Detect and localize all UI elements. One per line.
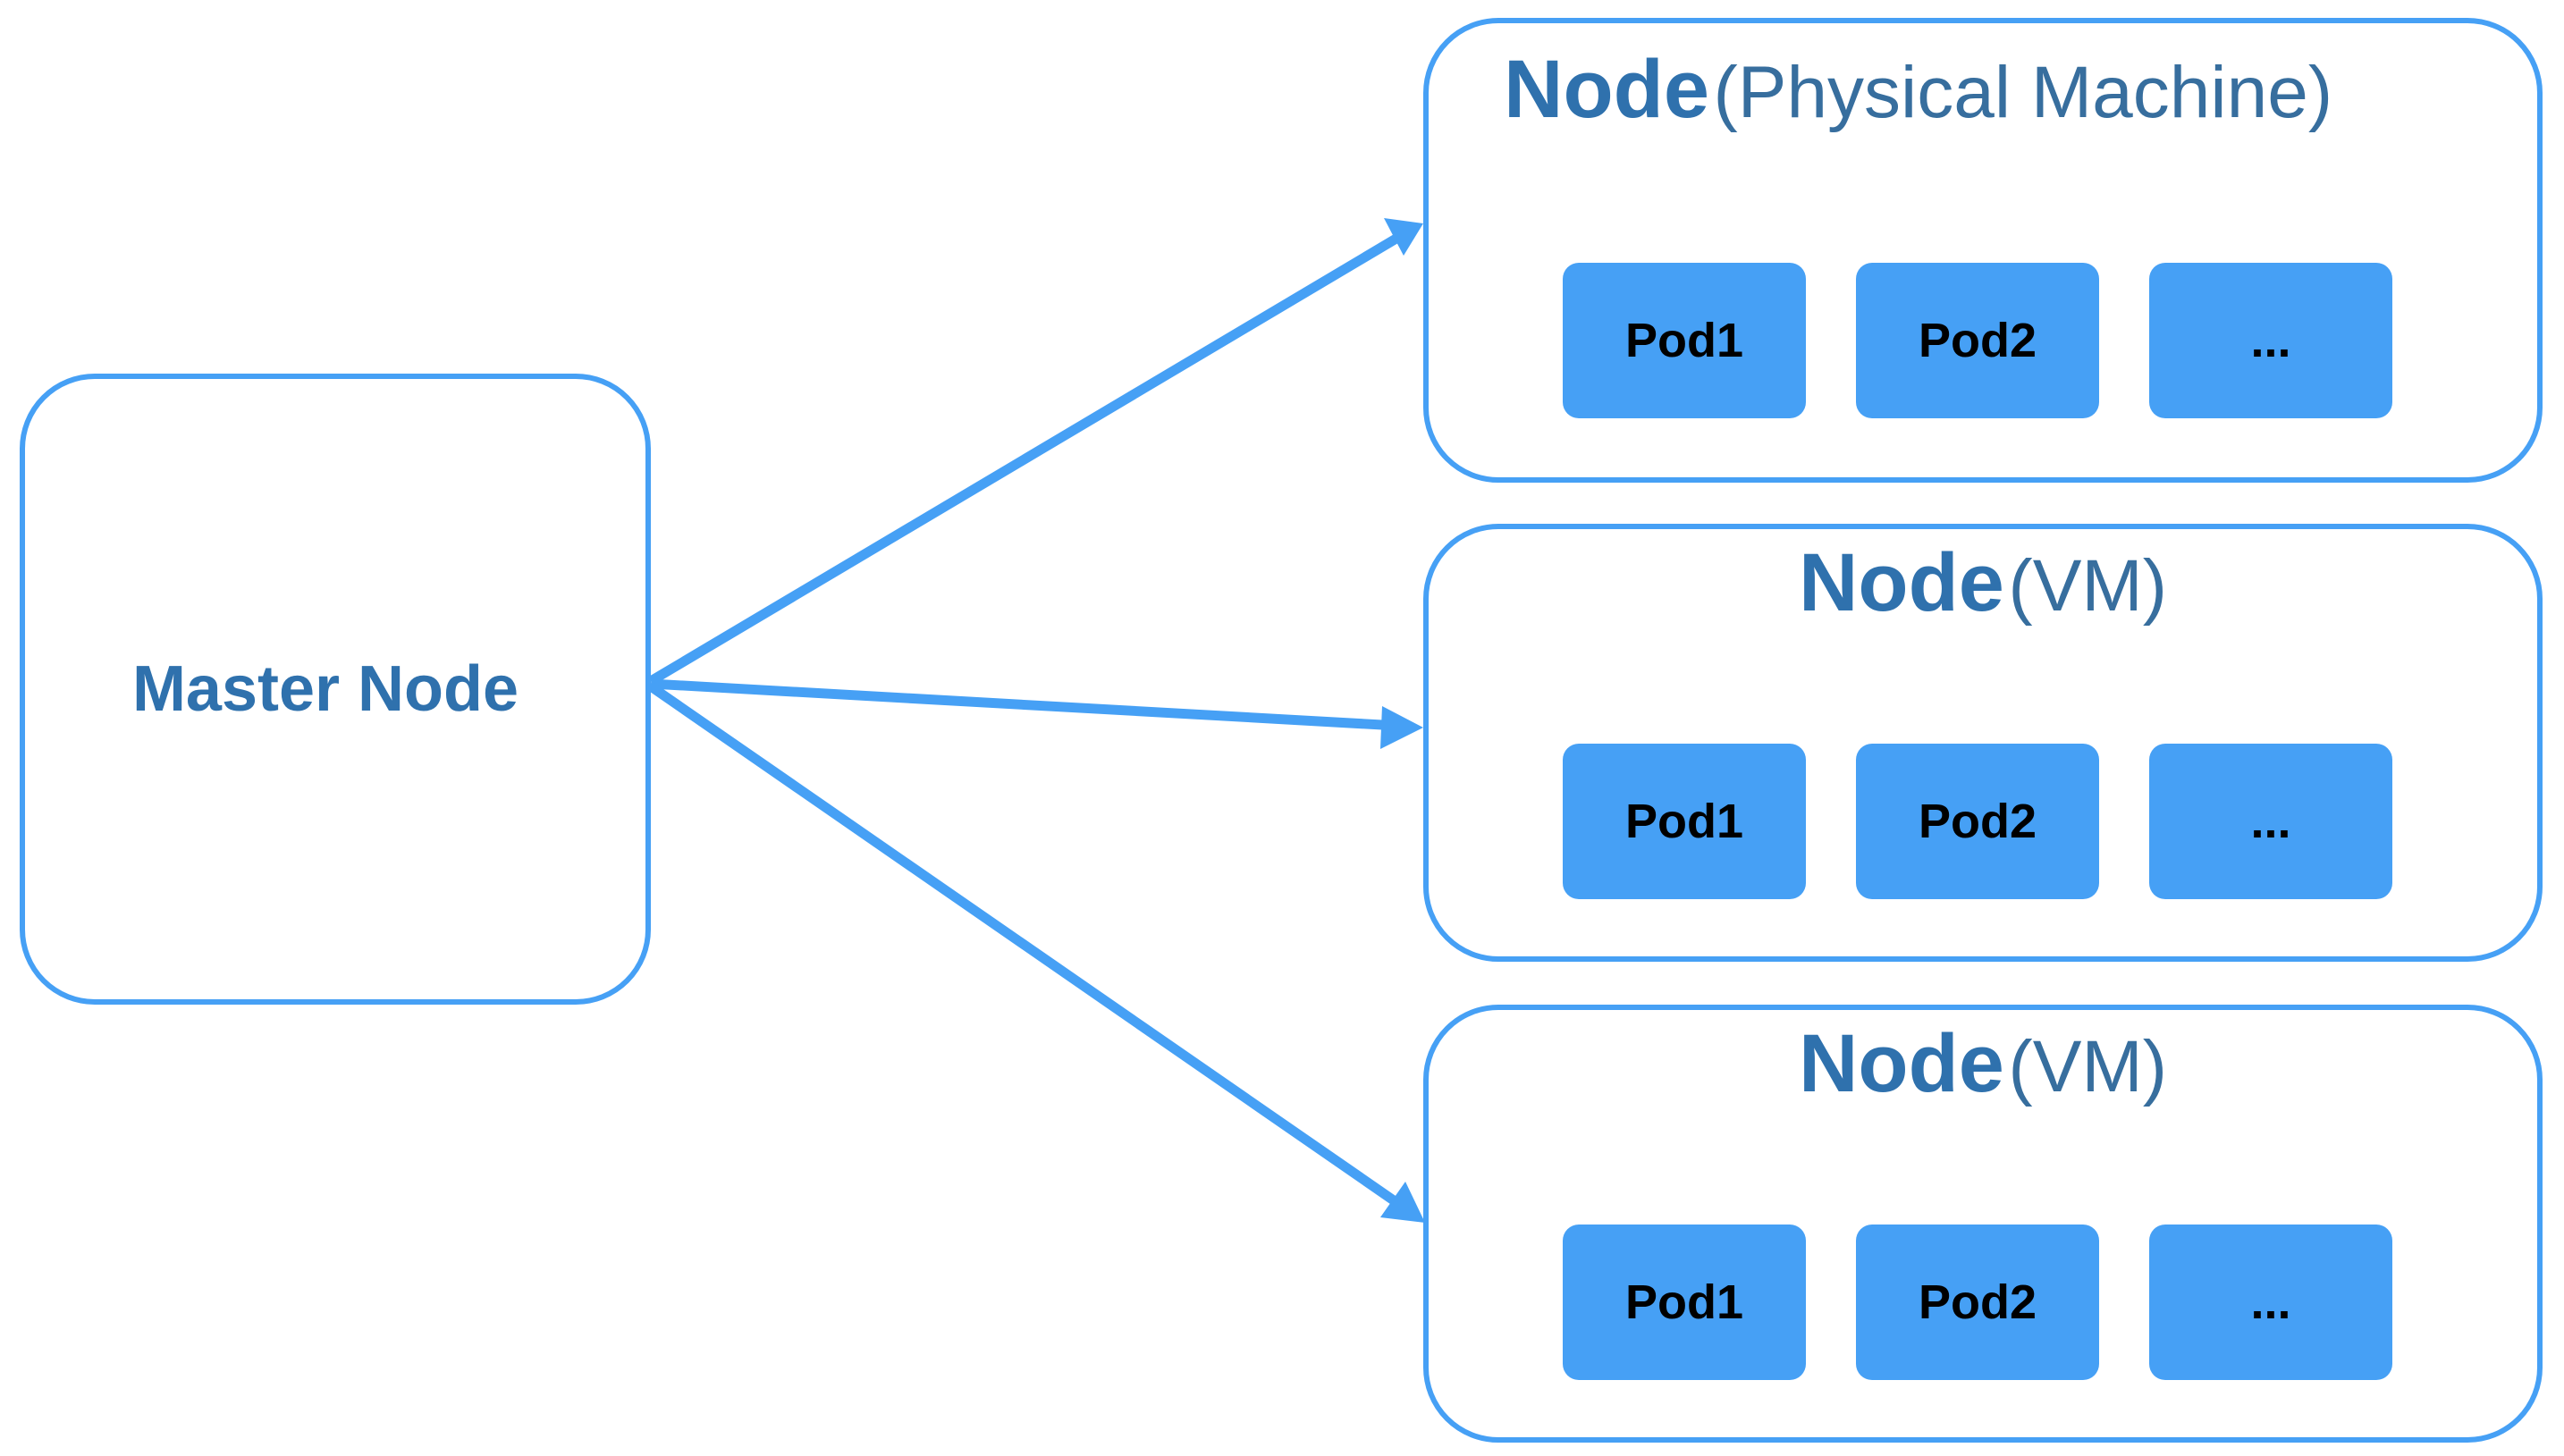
pod-box: Pod1: [1563, 1225, 1806, 1380]
node-title-subtitle: (Physical Machine): [1713, 52, 2333, 133]
pod-group: Pod1 Pod2 ...: [1563, 744, 2392, 899]
pod-box: Pod1: [1563, 263, 1806, 418]
node-vm-1: Node (VM) Pod1 Pod2 ...: [1423, 524, 2543, 962]
arrow-to-node-physical: [648, 230, 1406, 686]
node-title: Node (Physical Machine): [1504, 48, 2332, 130]
arrow-to-node-vm-1: [650, 678, 1399, 731]
pod-group: Pod1 Pod2 ...: [1563, 1225, 2392, 1380]
pod-box: Pod1: [1563, 744, 1806, 899]
pod-box: Pod2: [1856, 263, 2099, 418]
pod-box-more: ...: [2149, 744, 2392, 899]
node-title: Node (VM): [1429, 542, 2537, 624]
arrow-to-node-vm-2: [647, 682, 1404, 1209]
node-physical-machine: Node (Physical Machine) Pod1 Pod2 ...: [1423, 18, 2543, 483]
arrowhead-node-physical: [1384, 218, 1423, 256]
node-title-subtitle: (VM): [2008, 545, 2168, 627]
node-title-subtitle: (VM): [2008, 1026, 2168, 1107]
pod-group: Pod1 Pod2 ...: [1563, 263, 2392, 418]
node-title-main: Node: [1504, 44, 1709, 135]
pod-box: Pod2: [1856, 1225, 2099, 1380]
master-node-box: Master Node: [20, 374, 651, 1005]
pod-box-more: ...: [2149, 1225, 2392, 1380]
pod-box: Pod2: [1856, 744, 2099, 899]
master-node-label: Master Node: [131, 653, 519, 725]
arrowhead-node-vm-1: [1380, 706, 1423, 749]
pod-box-more: ...: [2149, 263, 2392, 418]
node-title-main: Node: [1798, 1018, 2004, 1109]
node-title: Node (VM): [1429, 1023, 2537, 1105]
node-vm-2: Node (VM) Pod1 Pod2 ...: [1423, 1005, 2543, 1443]
node-title-main: Node: [1798, 537, 2004, 628]
arrowhead-node-vm-2: [1380, 1182, 1425, 1223]
